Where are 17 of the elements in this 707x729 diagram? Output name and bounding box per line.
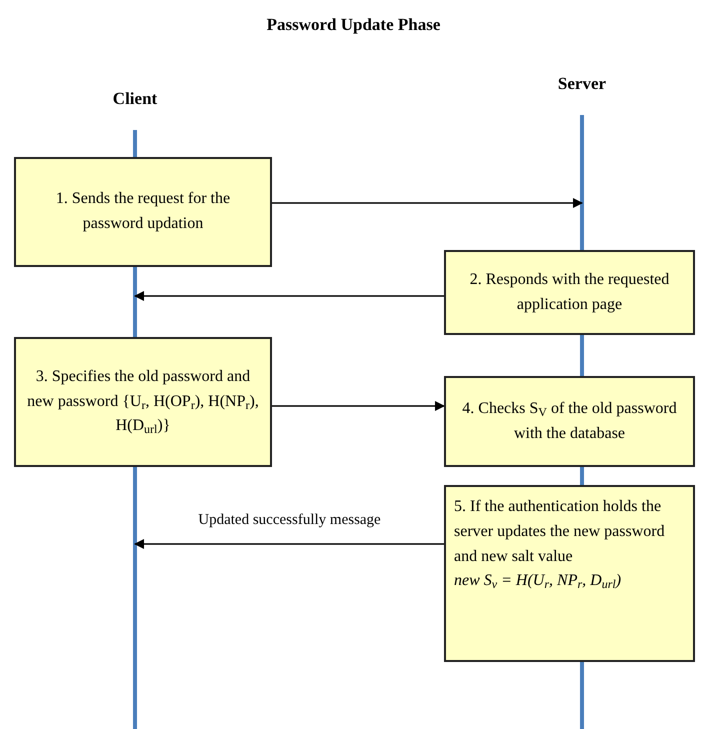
process-box — [14, 337, 272, 467]
process-box — [444, 485, 695, 662]
formula-text: new S$_{v}$ = H(U$_{r}$, NP$_{r}$, D$_{url}$) — [454, 571, 622, 594]
lifeline-heading: Server — [558, 73, 606, 94]
step-text: 3. Specifies the old password and new password {U$_{r}$, H(OP$_{r}$), H(NP$_{r}$), H(D$_{url}$)} — [26, 366, 260, 438]
process-box — [444, 250, 695, 335]
message-arrow — [272, 401, 445, 411]
message-arrow — [272, 198, 583, 208]
step-text: 2. Responds with the requested application page — [468, 270, 670, 314]
step-text: 4. Checks S$_{V}$ of the old password with the database — [461, 398, 678, 444]
diagram-title: Password Update Phase — [266, 14, 440, 36]
step-text: 1. Sends the request for the password updation — [54, 189, 232, 234]
process-box — [444, 376, 695, 467]
message-arrow — [134, 539, 444, 549]
message-arrow — [134, 291, 444, 301]
process-box — [14, 157, 272, 267]
lifeline-heading: Client — [112, 88, 158, 110]
